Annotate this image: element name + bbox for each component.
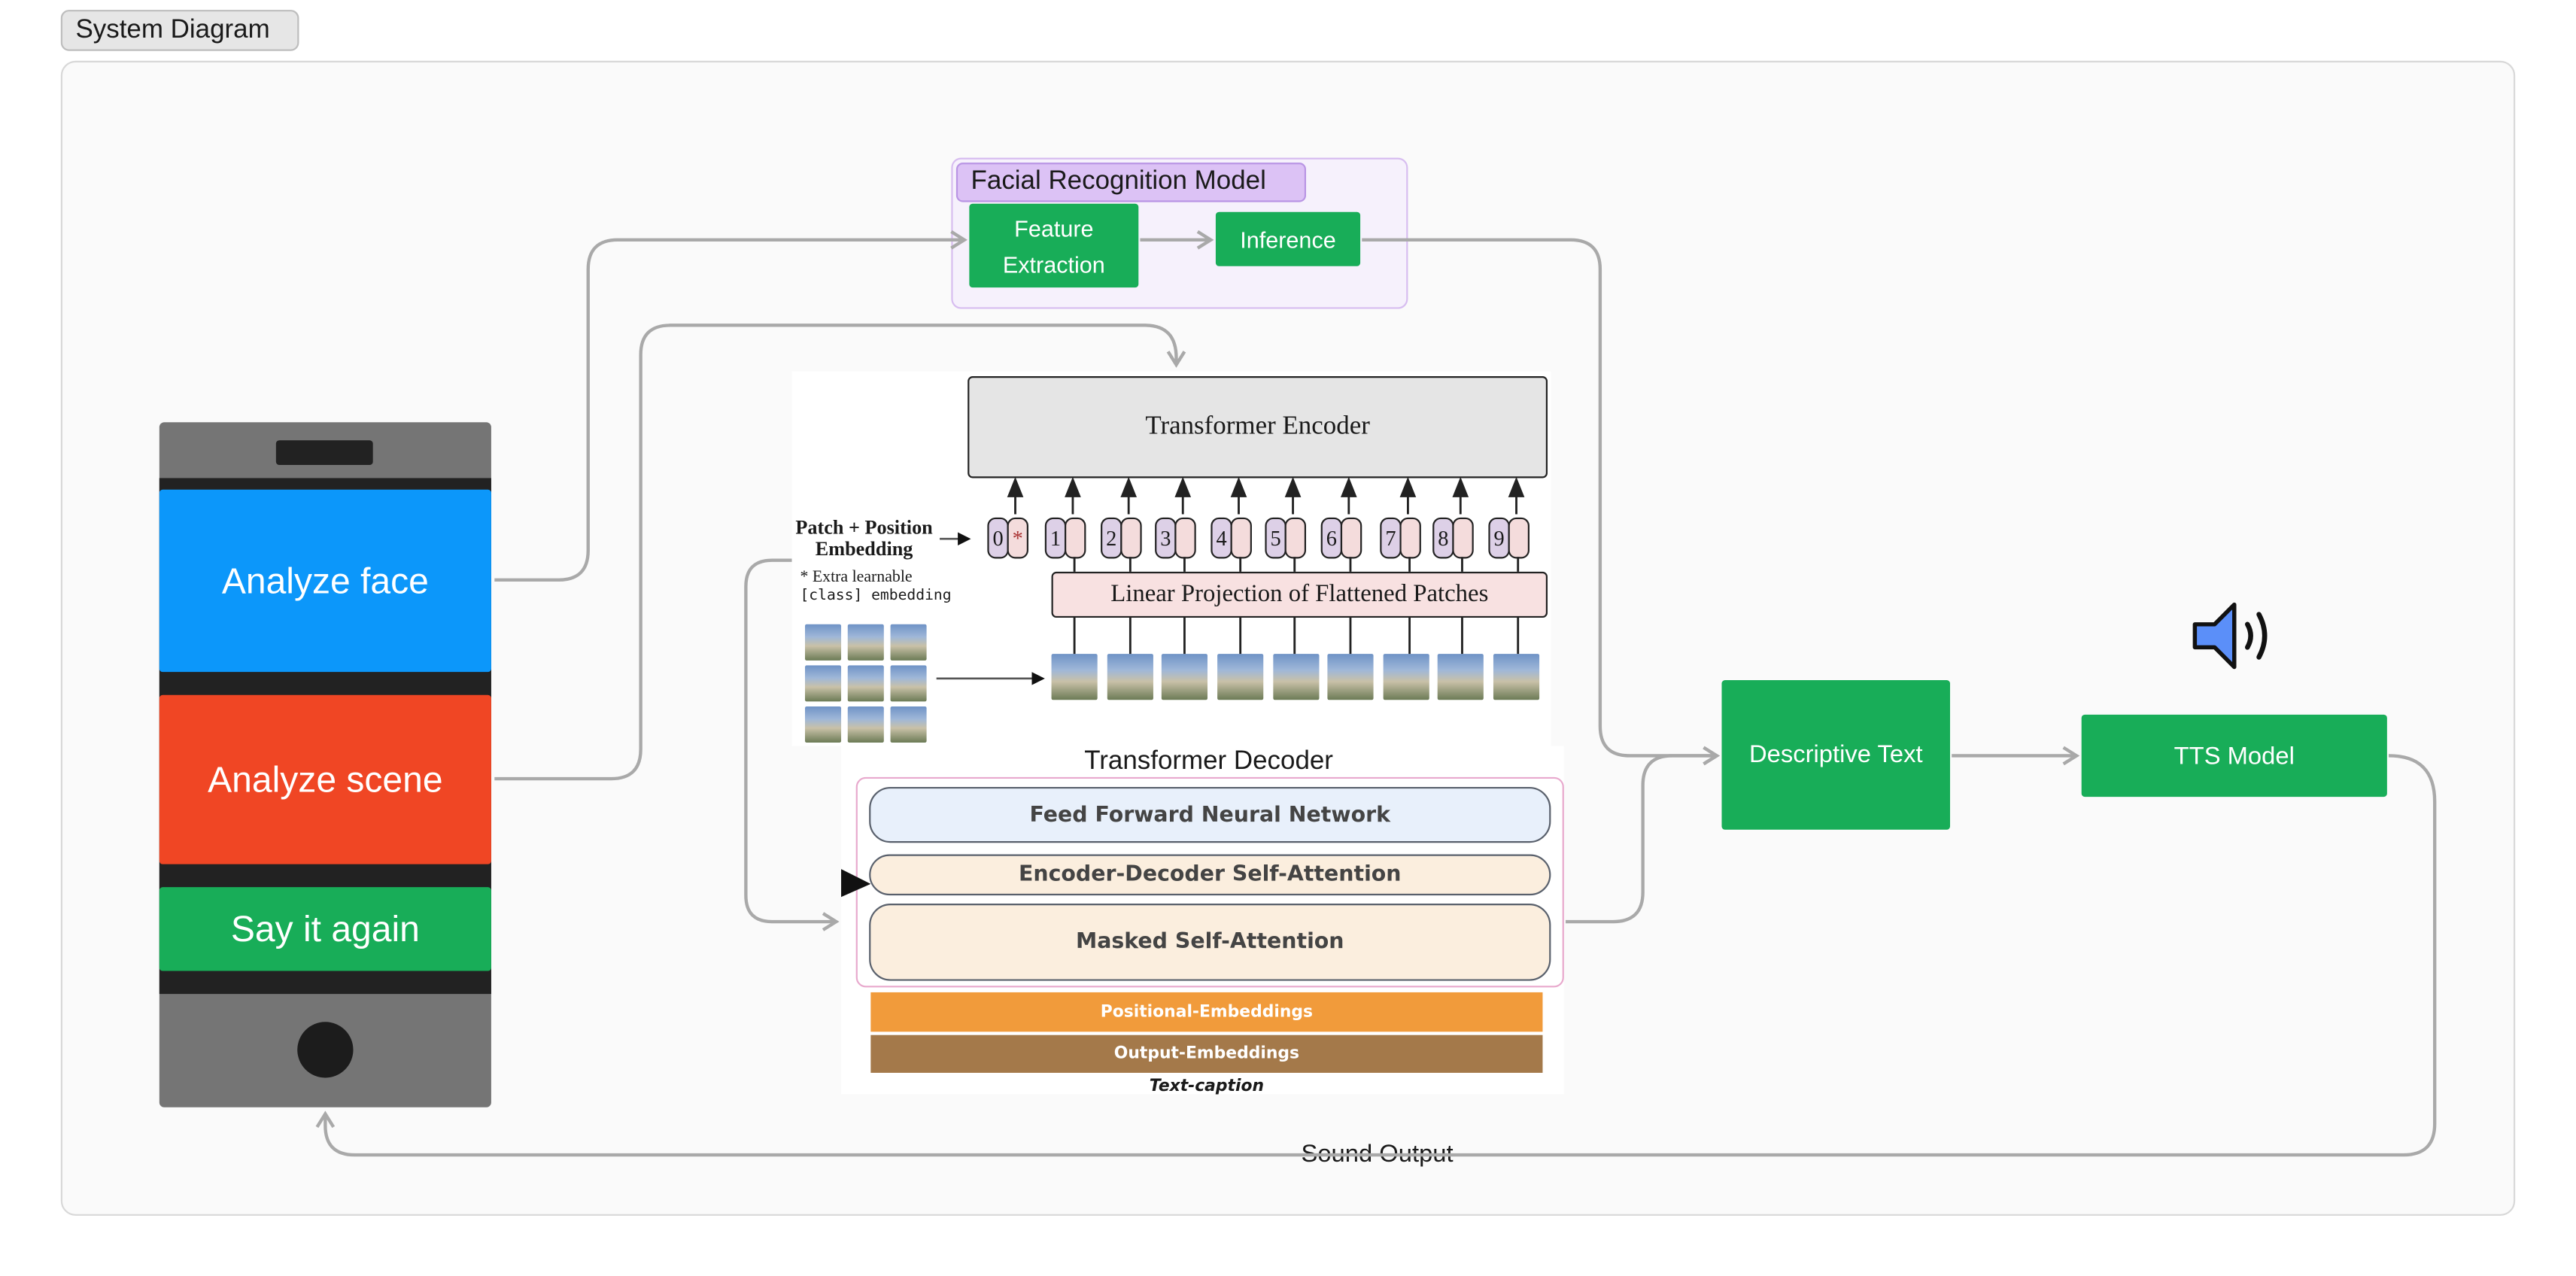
patch-thumbnail <box>1327 654 1374 700</box>
speaker-icon <box>2190 598 2282 673</box>
patch-position-label: Patch + Position Embedding <box>795 515 933 561</box>
analyze-face-button[interactable]: Analyze face <box>159 489 491 673</box>
patch-thumbnail <box>1051 654 1098 700</box>
position-token: 8 <box>1432 517 1454 559</box>
token-arrowhead <box>1508 476 1525 497</box>
token-arrowhead <box>1174 476 1192 497</box>
decoder-to-text-arrow <box>1566 746 1721 924</box>
face-to-feature-arrow <box>494 230 968 582</box>
class-embedding-note: [class] embedding <box>800 588 952 605</box>
encoder-decoder-attention-box: Encoder-Decoder Self-Attention <box>869 854 1551 896</box>
inference-to-text-arrow <box>1362 238 1721 766</box>
tts-model-node[interactable]: TTS Model <box>2081 714 2387 798</box>
token-arrowhead <box>1452 476 1469 497</box>
token-arrowhead <box>1120 476 1138 497</box>
extra-learnable-note: * Extra learnable <box>800 568 913 587</box>
linear-projection-box: Linear Projection of Flattened Patches <box>1051 571 1548 618</box>
image-patch <box>890 624 927 661</box>
patch-token <box>1508 517 1530 559</box>
masked-self-attention-box: Masked Self-Attention <box>869 904 1551 981</box>
patch-token <box>1065 517 1086 559</box>
position-token: 1 <box>1044 517 1067 559</box>
image-patch <box>804 665 842 702</box>
image-patch <box>804 624 842 661</box>
position-token: 3 <box>1155 517 1177 559</box>
descriptive-text-node[interactable]: Descriptive Text <box>1721 680 1951 830</box>
patch-thumbnail <box>1273 654 1320 700</box>
patch-to-decoder-arrow <box>744 558 840 931</box>
image-patch <box>890 706 927 743</box>
tab-system-diagram[interactable]: System Diagram <box>60 10 299 51</box>
transformer-encoder-box: Transformer Encoder <box>968 376 1548 478</box>
image-patch <box>804 706 842 743</box>
patch-thumbnail <box>1437 654 1484 700</box>
output-embeddings-bar: Output-Embeddings <box>870 1034 1543 1073</box>
patch-thumbnail <box>1107 654 1153 700</box>
feed-forward-box: Feed Forward Neural Network <box>869 786 1551 843</box>
patch-thumbnail <box>1161 654 1208 700</box>
text-caption-label: Text-caption <box>1149 1077 1265 1095</box>
patch-thumbnail <box>1217 654 1264 700</box>
feature-extraction-node[interactable]: Feature Extraction <box>969 203 1139 288</box>
phone-home-button[interactable] <box>297 1022 354 1078</box>
position-token: 4 <box>1211 517 1232 559</box>
positional-embeddings-bar: Positional-Embeddings <box>870 992 1543 1032</box>
patch-token <box>1174 517 1196 559</box>
image-patch <box>847 624 884 661</box>
image-patch <box>847 706 884 743</box>
token-arrowhead <box>1340 476 1357 497</box>
decoder-input-marker <box>841 869 871 898</box>
token-arrowhead <box>1007 476 1024 497</box>
tts-to-phone-arrow <box>315 754 2437 1157</box>
token-arrowhead <box>1230 476 1247 497</box>
patch-thumbnail <box>1383 654 1429 700</box>
facial-recognition-title: Facial Recognition Model <box>955 163 1307 202</box>
scene-to-encoder-arrow <box>494 324 1186 781</box>
patch-token <box>1340 517 1362 559</box>
token-arrowhead <box>1065 476 1081 497</box>
phone-speaker-slot <box>275 440 373 465</box>
analyze-scene-button[interactable]: Analyze scene <box>159 694 491 864</box>
token-arrowhead <box>1399 476 1417 497</box>
position-token: 7 <box>1380 517 1402 559</box>
token-arrowhead <box>1284 476 1302 497</box>
class-token: * <box>1007 517 1028 559</box>
transformer-decoder-title: Transformer Decoder <box>1084 747 1333 776</box>
image-patch <box>847 665 884 702</box>
say-it-again-button[interactable]: Say it again <box>159 887 491 971</box>
image-patch <box>890 665 927 702</box>
inference-node[interactable]: Inference <box>1215 211 1361 266</box>
patch-thumbnail <box>1493 654 1540 700</box>
